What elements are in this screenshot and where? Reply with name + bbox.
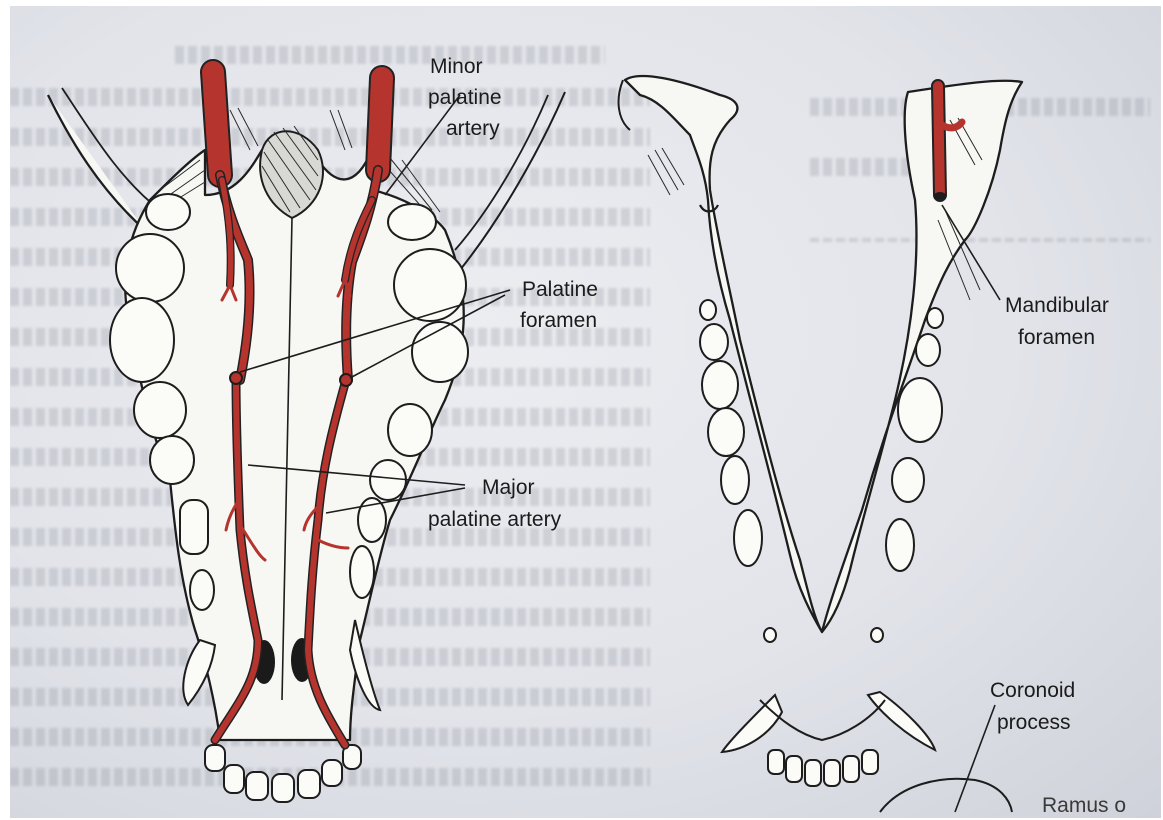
upper-incisors bbox=[205, 745, 361, 802]
lower-canine-right bbox=[868, 692, 935, 750]
mandible-illustration bbox=[619, 76, 1022, 786]
label-line: Major bbox=[482, 476, 535, 499]
label-line: palatine artery bbox=[428, 508, 562, 531]
label-ramus: Ramus o bbox=[1042, 794, 1126, 817]
label-major-palatine-artery: Major palatine artery bbox=[428, 476, 562, 531]
label-minor-palatine-artery: Minor palatine artery bbox=[428, 55, 502, 140]
label-mandibular-foramen: Mandibular foramen bbox=[1005, 294, 1109, 349]
lower-incisors bbox=[768, 750, 878, 786]
label-line: Coronoid bbox=[990, 679, 1075, 702]
label-line: palatine bbox=[428, 86, 502, 109]
label-line: artery bbox=[446, 117, 500, 140]
label-coronoid-process: Coronoid process bbox=[990, 679, 1075, 734]
mandible-outline bbox=[625, 76, 1022, 632]
label-line: process bbox=[997, 711, 1071, 734]
label-line: Mandibular bbox=[1005, 294, 1109, 317]
label-palatine-foramen: Palatine foramen bbox=[520, 278, 598, 332]
label-line: Palatine bbox=[522, 278, 598, 301]
lower-canine-left bbox=[722, 695, 782, 752]
label-line: foramen bbox=[1018, 326, 1095, 349]
ramus-outline bbox=[880, 779, 1012, 812]
maxilla-palate-illustration bbox=[48, 72, 565, 802]
label-line: Minor bbox=[430, 55, 483, 78]
label-line: foramen bbox=[520, 309, 597, 332]
zygomatic-line-left bbox=[48, 95, 145, 230]
